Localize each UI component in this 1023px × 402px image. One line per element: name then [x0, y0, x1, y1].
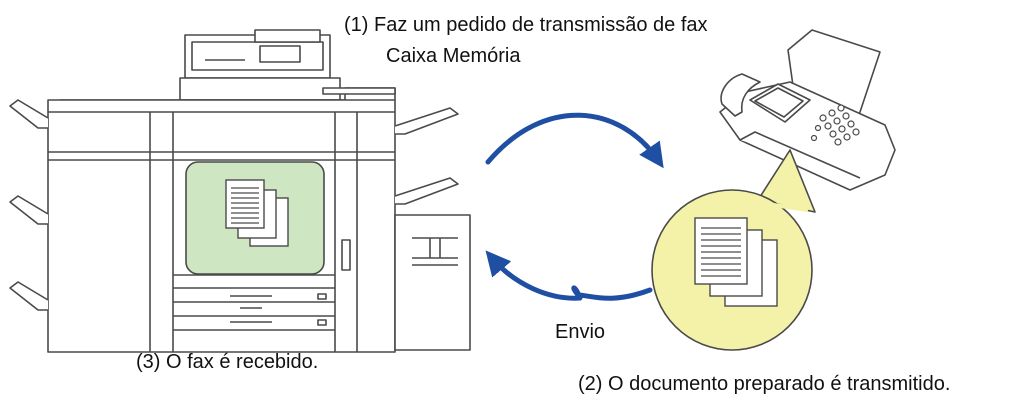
step1-label: (1) Faz um pedido de transmissão de fax: [344, 14, 708, 36]
send-arrow: [485, 250, 653, 301]
step1-label-memory-box: Caixa Memória: [386, 45, 521, 67]
stored-document-bubble: [651, 149, 816, 351]
document-stack-icon: [225, 179, 289, 247]
step3-label: (3) O fax é recebido.: [136, 351, 319, 373]
request-arrow: [485, 112, 664, 169]
fax-machine-icon: [719, 29, 896, 191]
memory-box: [185, 161, 325, 275]
step2-label: (2) O documento preparado é transmitido.: [578, 373, 951, 395]
send-label: Envio: [555, 321, 606, 343]
document-stack-icon: [694, 217, 778, 307]
